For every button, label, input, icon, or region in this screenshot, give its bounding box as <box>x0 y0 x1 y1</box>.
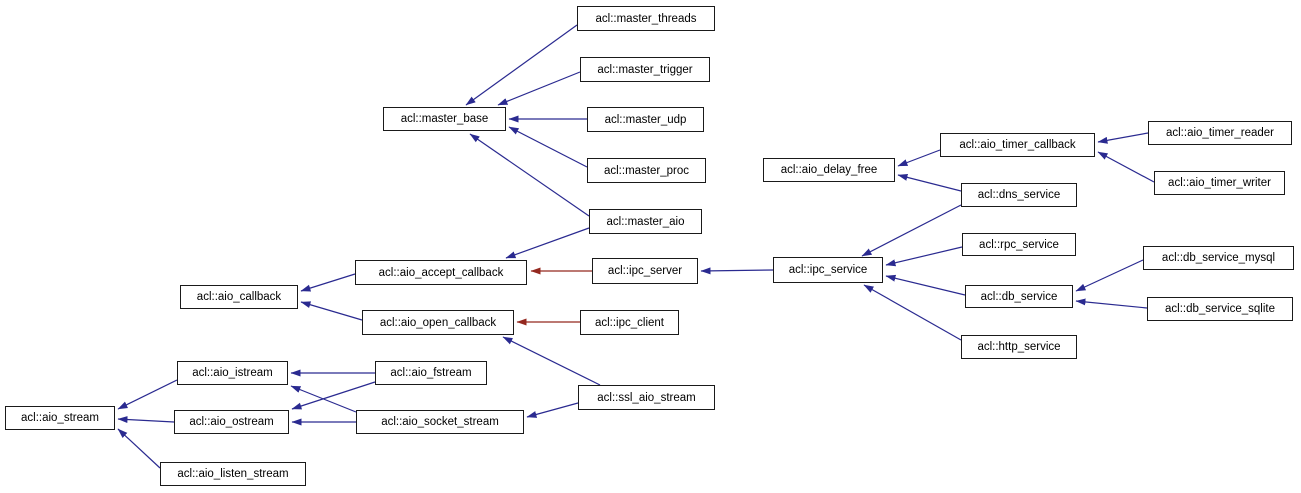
node-acl-db-service-sqlite[interactable]: acl::db_service_sqlite <box>1147 297 1293 321</box>
edge-aio-istream-to-aio-stream <box>117 379 178 410</box>
edge-master-threads-to-master-base <box>465 24 578 106</box>
edge-ssl-aio-stream-to-aio-open-callback <box>502 336 601 386</box>
edge-master-trigger-to-master-base <box>497 71 581 106</box>
edge-master-aio-to-aio-accept-callback <box>505 227 590 259</box>
edge-aio-fstream-to-aio-ostream <box>291 381 376 410</box>
node-acl-ipc-client[interactable]: acl::ipc_client <box>580 310 679 335</box>
node-acl-aio-stream[interactable]: acl::aio_stream <box>5 406 115 430</box>
node-acl-aio-callback[interactable]: acl::aio_callback <box>180 285 298 309</box>
edge-db-service-mysql-to-db-service <box>1075 259 1144 292</box>
node-acl-master-proc[interactable]: acl::master_proc <box>587 158 706 183</box>
node-acl-dns-service[interactable]: acl::dns_service <box>961 183 1077 207</box>
edge-rpc-service-to-ipc-service <box>885 246 963 267</box>
edge-dns-service-to-aio-delay-free <box>897 173 962 192</box>
node-acl-ipc-server[interactable]: acl::ipc_server <box>592 258 698 284</box>
node-acl-master-trigger[interactable]: acl::master_trigger <box>580 57 710 82</box>
node-acl-master-base[interactable]: acl::master_base <box>383 107 506 131</box>
node-acl-rpc-service[interactable]: acl::rpc_service <box>962 233 1076 256</box>
edge-aio-timer-reader-to-aio-timer-callback <box>1097 132 1149 144</box>
node-acl-aio-accept-callback[interactable]: acl::aio_accept_callback <box>355 260 527 285</box>
node-acl-aio-timer-reader[interactable]: acl::aio_timer_reader <box>1148 121 1292 145</box>
edge-aio-socket-stream-to-aio-istream <box>290 385 357 413</box>
node-acl-ipc-service[interactable]: acl::ipc_service <box>773 257 883 283</box>
edge-db-service-sqlite-to-db-service <box>1075 298 1148 309</box>
node-acl-aio-listen-stream[interactable]: acl::aio_listen_stream <box>160 462 306 486</box>
node-acl-aio-istream[interactable]: acl::aio_istream <box>177 361 288 385</box>
node-acl-aio-open-callback[interactable]: acl::aio_open_callback <box>362 310 514 335</box>
edge-master-proc-to-master-base <box>508 126 588 168</box>
edge-ipc-service-to-ipc-server <box>700 267 774 275</box>
node-acl-aio-fstream[interactable]: acl::aio_fstream <box>375 361 487 385</box>
edge-aio-accept-callback-to-aio-callback <box>300 273 356 292</box>
node-acl-http-service[interactable]: acl::http_service <box>961 335 1077 359</box>
node-acl-master-threads[interactable]: acl::master_threads <box>577 6 715 31</box>
node-acl-aio-ostream[interactable]: acl::aio_ostream <box>174 410 289 434</box>
edge-db-service-to-ipc-service <box>885 274 966 296</box>
node-acl-aio-socket-stream[interactable]: acl::aio_socket_stream <box>356 410 524 434</box>
node-acl-aio-timer-writer[interactable]: acl::aio_timer_writer <box>1154 171 1285 195</box>
edge-aio-listen-stream-to-aio-stream <box>117 428 161 469</box>
edge-master-aio-to-master-base <box>469 133 590 217</box>
edge-aio-open-callback-to-aio-callback <box>300 301 363 321</box>
node-acl-aio-delay-free[interactable]: acl::aio_delay_free <box>763 158 895 182</box>
node-acl-db-service[interactable]: acl::db_service <box>965 285 1073 308</box>
edge-dns-service-to-ipc-service <box>861 204 962 257</box>
edge-ssl-aio-stream-to-aio-socket-stream <box>526 402 579 418</box>
node-acl-ssl-aio-stream[interactable]: acl::ssl_aio_stream <box>578 385 715 410</box>
node-acl-master-udp[interactable]: acl::master_udp <box>587 107 704 132</box>
node-acl-db-service-mysql[interactable]: acl::db_service_mysql <box>1143 246 1294 270</box>
edge-aio-timer-writer-to-aio-timer-callback <box>1097 151 1155 183</box>
node-acl-aio-timer-callback[interactable]: acl::aio_timer_callback <box>940 133 1095 157</box>
edge-aio-timer-callback-to-aio-delay-free <box>897 149 941 167</box>
node-acl-master-aio[interactable]: acl::master_aio <box>589 209 702 234</box>
edge-http-service-to-ipc-service <box>863 284 962 341</box>
edge-aio-ostream-to-aio-stream <box>117 416 175 424</box>
